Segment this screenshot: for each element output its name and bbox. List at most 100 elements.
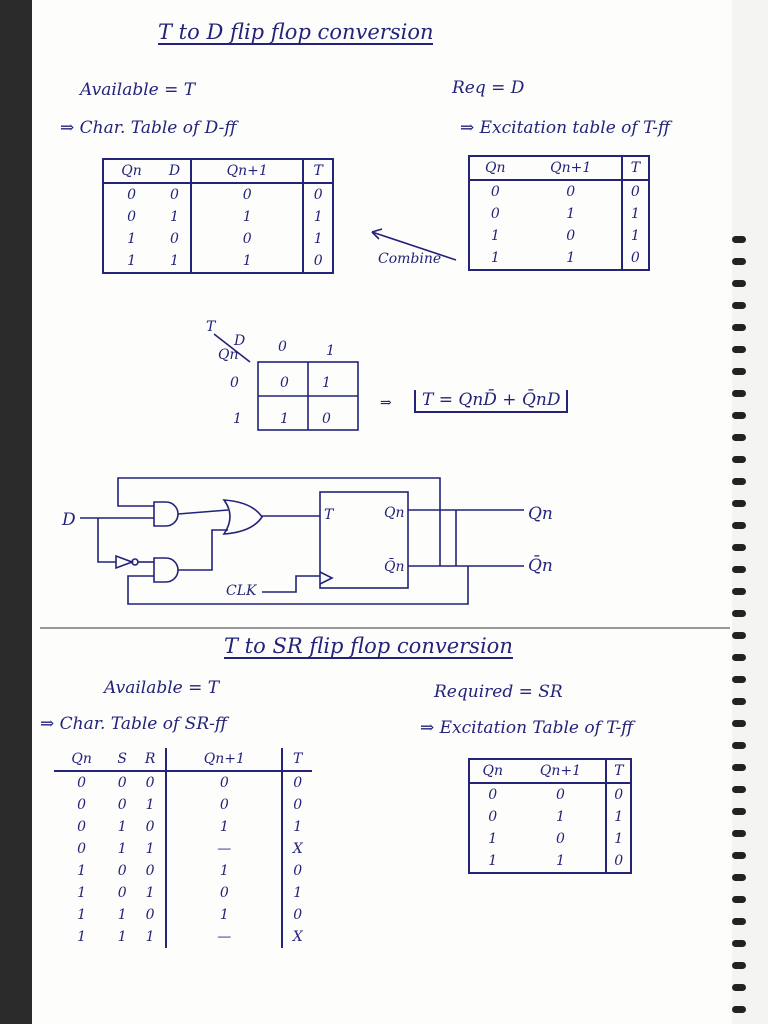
binding-ring xyxy=(732,544,746,551)
binding-ring xyxy=(732,302,746,309)
binding-ring xyxy=(732,632,746,639)
ff-qbar-output: Q̄n xyxy=(384,559,405,575)
table-cell: 1 xyxy=(159,250,192,273)
binding-ring xyxy=(732,500,746,507)
out-qn: Qn xyxy=(528,504,553,524)
table-cell: 0 xyxy=(135,816,168,838)
table-cell: 1 xyxy=(166,904,284,926)
table-cell: 0 xyxy=(166,771,284,794)
table-cell: — xyxy=(166,838,284,860)
table-cell: 0 xyxy=(488,787,498,803)
table-cell: 0 xyxy=(77,841,87,857)
binding-ring xyxy=(732,434,746,441)
table-header-cell: Qn xyxy=(469,156,521,181)
table-cell: 0 xyxy=(293,775,303,791)
kmap-output-label: T xyxy=(206,319,216,335)
table-cell: 0 xyxy=(77,819,87,835)
table-header-cell: Qn+1 xyxy=(166,748,284,772)
table-header-cell: Qn xyxy=(54,748,110,772)
table-cell: 1 xyxy=(77,863,87,879)
table-cell: 0 xyxy=(293,863,303,879)
binding-ring xyxy=(732,830,746,837)
table-cell: 1 xyxy=(313,209,323,225)
table-cell: 1 xyxy=(127,253,136,269)
table-header-cell: T xyxy=(282,748,312,772)
binding-ring xyxy=(732,1006,746,1013)
table-cell: 0 xyxy=(488,809,498,825)
binding-ring xyxy=(732,588,746,595)
table-cell: 1 xyxy=(515,806,608,828)
binding-ring xyxy=(732,368,746,375)
table-cell: 0 xyxy=(520,225,623,247)
table-cell: 0 xyxy=(159,228,192,250)
table-cell: 1 xyxy=(117,929,127,945)
table-cell: 0 xyxy=(135,904,168,926)
kmap-cell-11: 0 xyxy=(322,411,331,427)
table-cell: 1 xyxy=(614,809,624,825)
circuit-clk-label: CLK xyxy=(226,583,257,599)
kmap-row-0: 0 xyxy=(230,375,239,391)
binding-ring xyxy=(732,720,746,727)
table-cell: 0 xyxy=(127,209,136,225)
binding-ring xyxy=(732,522,746,529)
section2-available: Available = T xyxy=(104,678,220,698)
table-cell: 0 xyxy=(630,250,640,266)
table-cell: 0 xyxy=(117,797,127,813)
table-cell: 1 xyxy=(293,819,303,835)
table-cell: 1 xyxy=(135,926,168,948)
binding-ring xyxy=(732,412,746,419)
binding-ring xyxy=(732,280,746,287)
kmap-row-1: 1 xyxy=(233,411,242,427)
table-cell: 1 xyxy=(515,850,608,873)
table-cell: 0 xyxy=(77,775,87,791)
table-cell: 0 xyxy=(127,187,136,203)
table-cell: 1 xyxy=(77,907,87,923)
table-cell: 1 xyxy=(488,853,498,869)
table-cell: 1 xyxy=(520,247,623,270)
spiral-binding xyxy=(732,0,768,1024)
table-cell: 0 xyxy=(135,860,168,882)
table-cell: 1 xyxy=(135,838,168,860)
table-cell: 1 xyxy=(490,228,500,244)
binding-ring xyxy=(732,654,746,661)
table-cell: 1 xyxy=(135,794,168,816)
table-header-cell: Qn+1 xyxy=(515,759,608,784)
table-header-cell: S xyxy=(109,748,136,772)
table-cell: 1 xyxy=(313,231,323,247)
binding-ring xyxy=(732,566,746,573)
binding-ring xyxy=(732,962,746,969)
table-cell: X xyxy=(292,841,303,857)
ff-q-output: Qn xyxy=(384,505,405,521)
kmap-row-var: Qn xyxy=(218,347,239,363)
binding-ring xyxy=(732,478,746,485)
table-cell: 0 xyxy=(117,863,127,879)
kmap-cell-10: 1 xyxy=(280,411,289,427)
section2-excitation-heading: ⇒ Excitation Table of T-ff xyxy=(420,718,634,738)
table-cell: 1 xyxy=(190,206,305,228)
table-cell: 0 xyxy=(490,206,500,222)
table-cell: 1 xyxy=(117,819,127,835)
table-cell: 1 xyxy=(488,831,498,847)
kmap-col-1: 1 xyxy=(326,343,335,359)
binding-ring xyxy=(732,258,746,265)
table-cell: 0 xyxy=(293,797,303,813)
table-cell: 1 xyxy=(630,228,640,244)
binding-ring xyxy=(732,852,746,859)
table-cell: 0 xyxy=(515,828,608,850)
table-cell: 1 xyxy=(117,907,127,923)
